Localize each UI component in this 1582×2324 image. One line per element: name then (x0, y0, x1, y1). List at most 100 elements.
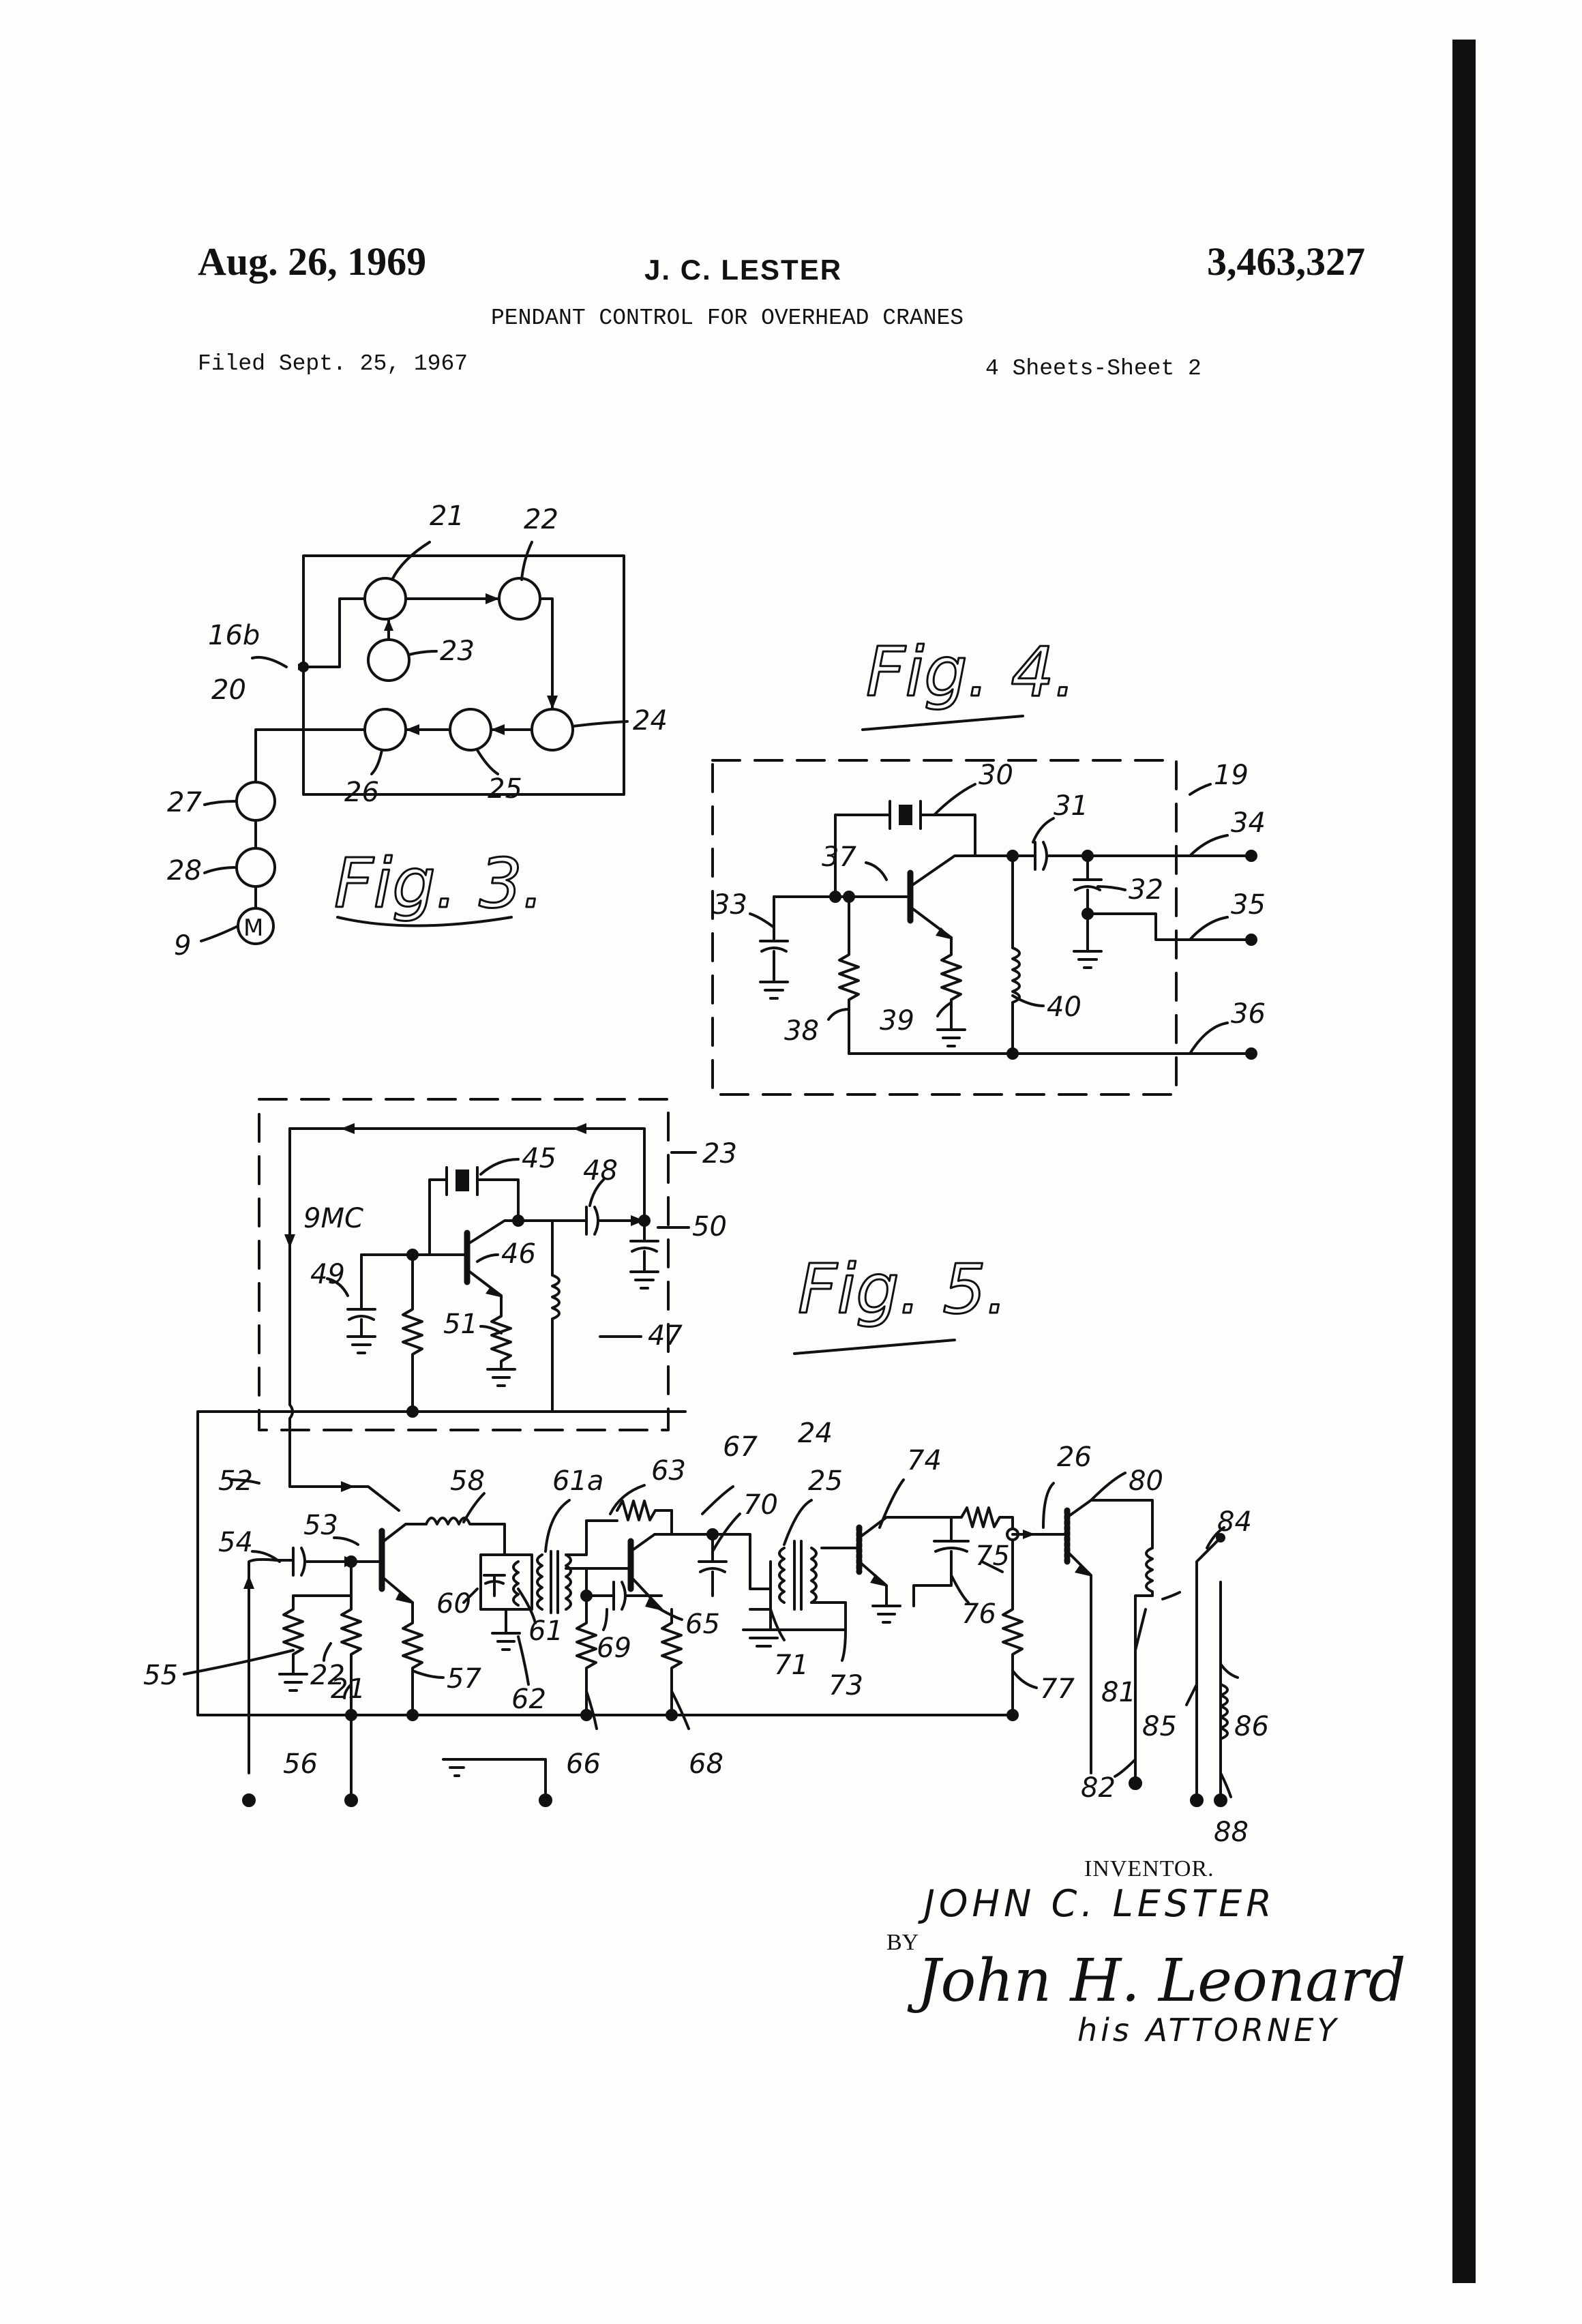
fig5-amplifier-chain (183, 1410, 1239, 1807)
fig5-label-23: 23 (702, 1138, 737, 1170)
fig5-caption: Fig. 5. (798, 1249, 1008, 1329)
fig3-label-motor: M (243, 914, 263, 942)
fig5-label-22: 22 (310, 1660, 345, 1691)
fig5-label-48: 48 (583, 1155, 618, 1187)
fig3-label-21: 21 (430, 501, 464, 532)
fig3-enclosure (302, 554, 625, 796)
fig5-label-61: 61 (528, 1615, 563, 1647)
fig5-label-60: 60 (436, 1588, 471, 1620)
fig3-label-9: 9 (174, 930, 191, 962)
fig4-oscillator-circuit (711, 759, 1257, 1096)
fig5-label-66: 66 (566, 1748, 601, 1780)
fig3-block-23 (367, 638, 411, 682)
fig5-label-51: 51 (443, 1309, 478, 1340)
fig5-label-73: 73 (829, 1670, 863, 1701)
fig5-label-61a: 61a (552, 1465, 603, 1497)
fig4-label-38: 38 (784, 1015, 819, 1047)
fig5-label-52: 52 (218, 1465, 253, 1497)
fig5-label-84: 84 (1217, 1506, 1252, 1538)
fig5-label-76: 76 (961, 1598, 996, 1630)
fig5-label-86: 86 (1234, 1711, 1269, 1742)
fig5-label-74: 74 (907, 1445, 942, 1476)
fig3-block-27 (235, 781, 276, 822)
fig3-block-25 (449, 708, 492, 751)
fig4-label-39: 39 (880, 1005, 914, 1037)
fig5-label-85: 85 (1142, 1711, 1177, 1742)
fig3-block-22 (498, 577, 541, 621)
attorney-label: his ATTORNEY (1077, 2012, 1340, 2049)
fig3-label-26: 26 (344, 777, 379, 808)
fig4-label-31: 31 (1054, 790, 1088, 822)
patent-date: Aug. 26, 1969 (198, 239, 427, 284)
fig4-label-37: 37 (822, 841, 856, 873)
fig5-label-70: 70 (743, 1489, 778, 1521)
fig5-label-71: 71 (774, 1650, 809, 1681)
patent-title: PENDANT CONTROL FOR OVERHEAD CRANES (491, 306, 964, 331)
fig5-label-56: 56 (283, 1748, 318, 1780)
fig5-label-57: 57 (447, 1663, 481, 1695)
fig3-caption: Fig. 3. (334, 844, 544, 923)
attorney-signature: John H. Leonard (917, 1947, 1406, 2015)
inventor-label: INVENTOR. (1084, 1856, 1214, 1881)
fig4-caption: Fig. 4. (866, 632, 1076, 712)
fig3-label-25: 25 (488, 773, 522, 805)
fig4-caption-underline (861, 715, 1024, 731)
patent-number: 3,463,327 (1207, 239, 1365, 284)
filed-date: Filed Sept. 25, 1967 (198, 351, 468, 376)
by-label: BY (886, 1930, 919, 1955)
fig4-label-19: 19 (1214, 760, 1249, 791)
fig5-label-75: 75 (975, 1540, 1010, 1572)
fig5-label-26: 26 (1057, 1442, 1092, 1473)
fig5-label-82: 82 (1081, 1772, 1116, 1804)
fig4-label-30: 30 (979, 760, 1013, 791)
fig3-label-20: 20 (211, 674, 246, 706)
fig3-block-diagram: M (200, 541, 629, 945)
fig3-label-23: 23 (440, 636, 475, 667)
fig3-caption-underline (336, 916, 513, 927)
fig5-label-45: 45 (522, 1143, 556, 1174)
fig5-label-63: 63 (651, 1455, 686, 1487)
fig5-label-53: 53 (303, 1510, 338, 1541)
fig5-label-54: 54 (218, 1527, 253, 1558)
fig5-label-68: 68 (689, 1748, 723, 1780)
fig5-label-46: 46 (501, 1238, 536, 1270)
fig4-enclosure-19 (711, 759, 1178, 1096)
fig5-label-55: 55 (143, 1660, 178, 1691)
fig3-block-21 (363, 577, 407, 621)
scan-edge-bar (1452, 40, 1476, 2283)
fig3-block-26 (363, 708, 407, 751)
inventor-name: JOHN C. LESTER (924, 1882, 1276, 1925)
fig5-label-21: 21 (331, 1673, 365, 1705)
fig3-label-24: 24 (633, 705, 668, 736)
fig5-label-25: 25 (808, 1465, 843, 1497)
inventor-header: J. C. LESTER (644, 254, 843, 286)
fig4-label-36: 36 (1231, 998, 1266, 1030)
fig5-label-49: 49 (310, 1259, 345, 1290)
fig5-label-62: 62 (511, 1684, 546, 1715)
fig3-block-24 (531, 708, 574, 751)
fig5-label-9mc: 9MC (303, 1203, 363, 1234)
fig3-label-22: 22 (524, 504, 558, 535)
fig5-label-80: 80 (1129, 1465, 1163, 1497)
fig4-label-34: 34 (1231, 807, 1266, 839)
fig3-label-28: 28 (167, 855, 202, 887)
fig5-label-47: 47 (648, 1320, 683, 1352)
fig5-label-88: 88 (1214, 1817, 1249, 1848)
fig5-label-24: 24 (798, 1418, 833, 1449)
fig4-label-35: 35 (1231, 889, 1266, 921)
fig4-label-40: 40 (1047, 992, 1081, 1023)
fig5-label-65: 65 (685, 1609, 720, 1640)
fig3-label-16b: 16b (208, 620, 260, 651)
fig5-caption-underline (793, 1339, 956, 1355)
fig3-label-27: 27 (167, 787, 202, 818)
fig5-label-77: 77 (1040, 1673, 1075, 1705)
fig5-enclosure-23 (258, 1098, 670, 1431)
sheet-count: 4 Sheets-Sheet 2 (985, 356, 1202, 381)
fig4-label-33: 33 (713, 889, 747, 921)
fig5-label-69: 69 (597, 1633, 631, 1664)
fig5-label-67: 67 (723, 1431, 758, 1463)
fig3-block-28 (235, 847, 276, 888)
fig5-label-58: 58 (450, 1465, 485, 1497)
fig5-label-50: 50 (692, 1211, 727, 1242)
